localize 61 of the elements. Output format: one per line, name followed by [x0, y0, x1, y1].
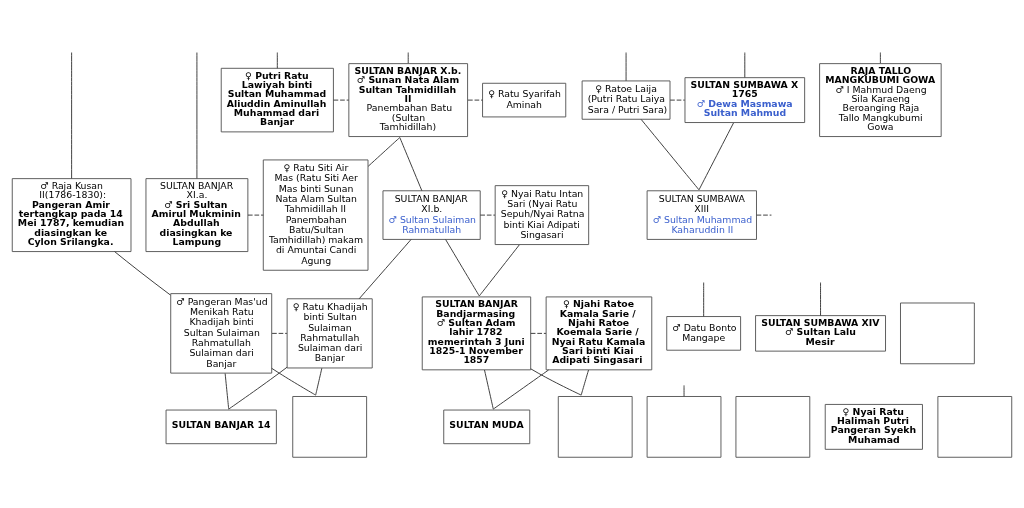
node-box: ♂ Datu Bonto Mangape: [666, 315, 742, 351]
connector: [478, 243, 520, 296]
connector: [276, 51, 278, 69]
connector: [247, 214, 264, 216]
node-box: ♀ Ratu Siti Air Mas (Ratu Siti Aer Mas binti Sunan Nata Alam Sultan Tahmidillah II Panembahan Batu/Sultan Tamhidillah) makam di Amuntai Candi Agung: [262, 158, 369, 271]
connector: [196, 51, 198, 179]
node-box: SULTAN BANJAR XI.a. ♂ Sri Sultan Amirul Mukminin Abdullah diasingkan ke Lampung: [145, 177, 249, 252]
node-box: [292, 395, 368, 458]
node-box: ♀ Ratu Syarifah Aminah: [482, 82, 567, 117]
connector: [580, 369, 589, 396]
node-box: [900, 302, 975, 364]
connector: [358, 238, 412, 299]
connector: [669, 99, 686, 101]
connector: [703, 281, 705, 317]
node-box: SULTAN SUMBAWA XIV ♂ Sultan Lalu Mesir: [755, 314, 886, 352]
node-box: SULTAN BANJAR XI.b. ♂ Sultan Sulaiman Rahmatullah: [382, 189, 481, 240]
node-box: ♂ Pangeran Mas'ud Menikah Ratu Khadijah binti Sultan Sulaiman Rahmatullah Sulaiman dari Banjar: [170, 292, 273, 374]
connector: [698, 122, 734, 190]
node-box: ♀ Ratu Khadijah binti Sultan Sulaiman Rahmatullah Sulaiman dari Banjar: [286, 297, 373, 368]
connector: [492, 369, 550, 410]
connector: [625, 51, 627, 81]
connector: [271, 332, 288, 334]
connector: [530, 367, 582, 396]
node-box: SULTAN BANJAR 14: [165, 409, 277, 444]
connector: [333, 99, 350, 101]
connector: [367, 136, 401, 167]
connector: [683, 384, 685, 397]
node-box: ♀ Nyai Ratu Halimah Putri Pangeran Syekh Muhamad: [824, 403, 923, 450]
node-box: SULTAN BANJAR X.b. ♂ Sunan Nata Alam Sultan Tahmidillah II Panembahan Batu (Sultan Tamhidillah): [348, 62, 469, 137]
node-box: SULTAN SUMBAWA XIII ♂ Sultan Muhammad Kaharuddin II: [646, 189, 757, 240]
connector: [484, 369, 494, 410]
connector: [879, 51, 881, 64]
connector: [756, 214, 772, 216]
node-box: [557, 395, 633, 458]
connector: [445, 238, 480, 296]
node-box: SULTAN SUMBAWA X 1765 ♂ Dewa Masmawa Sultan Mahmud: [684, 76, 806, 123]
node-box: SULTAN MUDA: [443, 409, 531, 444]
connector: [114, 250, 171, 295]
connector: [224, 372, 230, 410]
node-box: [646, 395, 722, 458]
connector: [71, 51, 73, 179]
node-box: [937, 395, 1013, 458]
connector: [228, 366, 288, 410]
connector: [530, 332, 547, 334]
node-box: RAJA TALLO MANGKUBUMI GOWA ♂ I Mahmud Daeng Sila Karaeng Beroanging Raja Tallo Mangkubumi Gowa: [819, 62, 942, 137]
connector: [271, 367, 317, 396]
connector: [399, 136, 423, 191]
connector: [315, 367, 323, 396]
node-box: SULTAN BANJAR Bandjarmasing ♂ Sultan Adam lahir 1782 memerintah 3 Juni 1825-1 November 1857: [421, 295, 532, 370]
connector: [479, 214, 496, 216]
connector: [467, 99, 483, 101]
node-box: ♀ Nyai Ratu Intan Sari (Nyai Ratu Sepuh/Nyai Ratna binti Kiai Adipati Singasari: [494, 184, 590, 245]
node-box: ♀ Ratoe Laija (Putri Ratu Laiya Sara / Putri Sara): [581, 79, 671, 120]
node-box: [735, 395, 811, 458]
node-box: ♂ Raja Kusan II(1786-1830): Pangeran Amir tertangkap pada 14 Mei 1787, kemudian diasingkan ke Cylon Srilangka.: [11, 177, 132, 252]
connector: [820, 281, 821, 316]
connector: [640, 118, 700, 190]
connector: [407, 51, 409, 64]
connector: [744, 51, 746, 78]
node-box: ♀ Putri Ratu Lawiyah binti Sultan Muhammad Aliuddin Aminullah Muhammad dari Banjar: [220, 67, 334, 132]
node-box: ♀ Njahi Ratoe Kamala Sarie / Njahi Ratoe Koemala Sarie / Nyai Ratu Kamala Sari binti Kiai Adipati Singasari: [545, 295, 653, 370]
